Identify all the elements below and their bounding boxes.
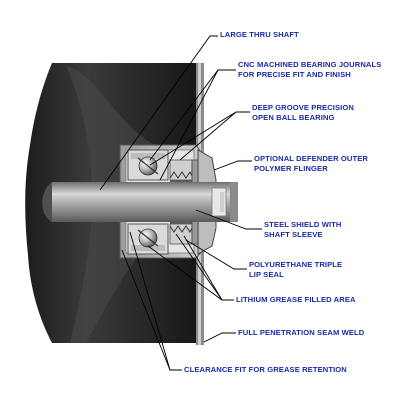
label-clearance-fit: CLEARANCE FIT FOR GREASE RETENTION bbox=[184, 365, 347, 375]
label-line: SHAFT SLEEVE bbox=[264, 230, 323, 239]
lower-ball-bearing bbox=[127, 223, 169, 255]
label-line: OPEN BALL BEARING bbox=[252, 113, 335, 122]
label-line: OPTIONAL DEFENDER OUTER bbox=[254, 154, 368, 163]
label-lip-seal: POLYURETHANE TRIPLE LIP SEAL bbox=[249, 260, 342, 280]
leader-lip-seal bbox=[185, 239, 247, 270]
label-line: STEEL SHIELD WITH bbox=[264, 220, 342, 229]
label-steel-shield: STEEL SHIELD WITH SHAFT SLEEVE bbox=[264, 220, 342, 240]
label-flinger: OPTIONAL DEFENDER OUTER POLYMER FLINGER bbox=[254, 154, 368, 174]
label-ball-bearing: DEEP GROOVE PRECISION OPEN BALL BEARING bbox=[252, 103, 354, 123]
label-line: CNC MACHINED BEARING JOURNALS bbox=[238, 60, 382, 69]
label-line: POLYMER FLINGER bbox=[254, 164, 328, 173]
leader-lines bbox=[99, 35, 262, 371]
label-cnc-journals: CNC MACHINED BEARING JOURNALS FOR PRECIS… bbox=[238, 60, 381, 80]
label-large-thru-shaft: LARGE THRU SHAFT bbox=[220, 30, 299, 40]
label-line: FOR PRECISE FIT AND FINISH bbox=[238, 70, 351, 79]
label-line: LARGE THRU SHAFT bbox=[220, 30, 299, 39]
label-line: POLYURETHANE TRIPLE bbox=[249, 260, 343, 269]
label-line: LITHIUM GREASE FILLED AREA bbox=[236, 295, 356, 304]
label-line: CLEARANCE FIT FOR GREASE RETENTION bbox=[184, 365, 347, 374]
label-seam-weld: FULL PENETRATION SEAM WELD bbox=[238, 328, 364, 338]
upper-lip-seal bbox=[169, 159, 193, 184]
leader-large-thru-shaft bbox=[99, 35, 218, 191]
leader-flinger bbox=[213, 160, 252, 171]
thru-shaft bbox=[52, 182, 238, 222]
leader-seam-weld bbox=[203, 332, 236, 343]
label-grease-area: LITHIUM GREASE FILLED AREA bbox=[236, 295, 356, 305]
label-line: DEEP GROOVE PRECISION bbox=[252, 103, 354, 112]
leader-steel-shield bbox=[195, 209, 262, 230]
label-line: LIP SEAL bbox=[249, 270, 284, 279]
label-line: FULL PENETRATION SEAM WELD bbox=[238, 328, 365, 337]
